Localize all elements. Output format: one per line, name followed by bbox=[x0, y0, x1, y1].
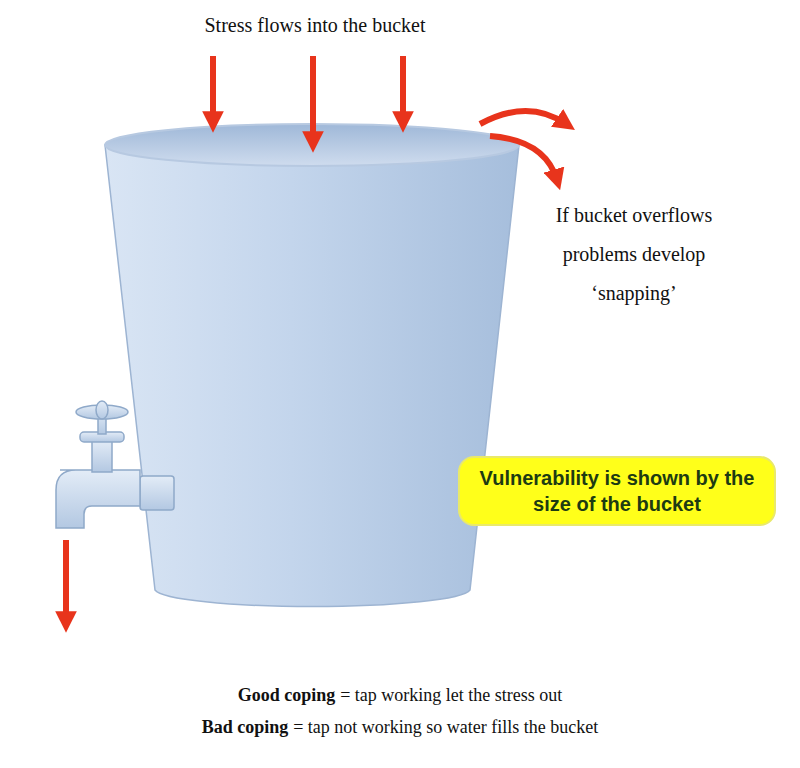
coping-definition: = tap not working so water fills the buc… bbox=[293, 716, 598, 739]
note-text: Vulnerability is shown by the size of th… bbox=[472, 465, 762, 517]
tap bbox=[56, 401, 174, 528]
coping-term: Bad coping bbox=[202, 716, 289, 739]
heading-note: Stress flows into the bucket bbox=[150, 12, 480, 38]
coping-definition: = tap working let the stress out bbox=[340, 684, 562, 707]
coping-line: Good coping= tap working let the stress … bbox=[0, 684, 800, 707]
note-box: Vulnerability is shown by the size of th… bbox=[458, 456, 776, 526]
stress-arrows bbox=[66, 56, 566, 622]
overflow-note: If bucket overflows problems develop ‘sn… bbox=[528, 196, 740, 313]
bucket-body bbox=[105, 145, 519, 607]
coping-term: Good coping bbox=[238, 684, 336, 707]
coping-line: Bad coping= tap not working so water fil… bbox=[0, 716, 800, 739]
